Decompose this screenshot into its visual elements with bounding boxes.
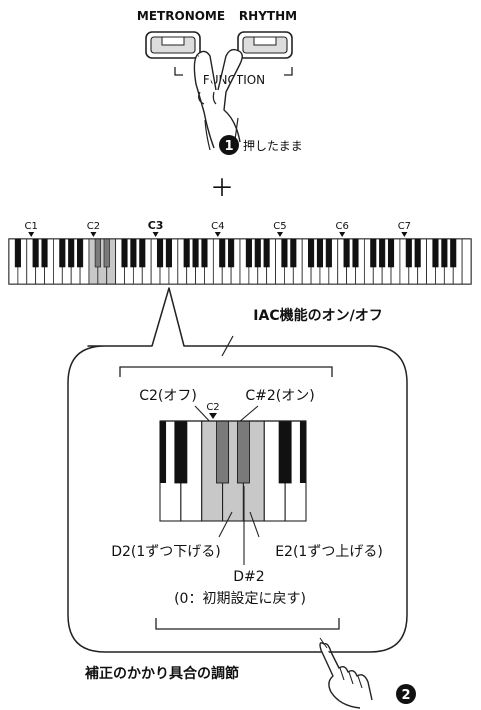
black-key-C#6 [343,238,350,268]
octave-marker-C7 [401,232,408,237]
c2-marker-label: C2 [206,402,219,413]
black-key-A#6 [387,238,395,268]
metronome-button[interactable] [145,31,201,59]
title-leader-line [221,335,234,357]
iac-title: IAC機能のオン/オフ [253,307,382,324]
adjust-label: 補正のかかり具合の調節 [84,665,239,682]
black-key-F#6 [370,238,377,268]
zoom-black-key-edge-left [160,421,167,483]
octave-label-C5: C5 [273,221,286,232]
step2-badge [396,684,416,704]
black-key-F#5 [308,238,315,268]
black-key-G#7 [441,238,448,268]
octave-label-C7: C7 [398,221,411,232]
black-key-G#1 [68,238,75,268]
zoom-black-key-edge-right [299,421,306,483]
step2-number: 2 [401,688,410,703]
function-bracket-left [174,67,183,76]
zoom-black-key-F#2 [278,420,292,484]
full-keyboard [8,238,472,285]
function-bracket-right [284,67,293,76]
black-key-D#3 [165,238,172,268]
black-key-D#6 [352,238,359,268]
plus-sign: ＋ [210,174,234,202]
octave-marker-C4 [214,232,221,237]
octave-label-C2: C2 [87,221,100,232]
black-key-D#1 [41,238,48,268]
zoom-black-key-A#1 [174,420,188,484]
black-key-F#4 [245,238,252,268]
black-key-F#2 [121,238,128,268]
zoom-keyboard [159,420,307,522]
black-key-A#5 [325,238,332,268]
hand-press-icon [193,48,243,151]
cs2-on-label: C#2(オン) [245,388,314,404]
rhythm-label: RHYTHM [239,9,297,23]
black-key-C#4 [219,238,226,268]
octave-label-C3: C3 [148,219,164,232]
step1-badge [219,135,239,155]
black-key-C#2 [94,238,101,268]
octave-marker-C5 [276,232,283,237]
octave-label-C6: C6 [335,221,348,232]
e2-leader-line [249,511,260,538]
white-key-C8 [461,238,472,285]
d2-label: D2(1ずつ下げる) [111,544,221,560]
octave-label-C4: C4 [211,221,224,232]
c2-marker-arrow [209,413,217,419]
black-key-C#1 [32,238,39,268]
ds2-sublabel: (0：初期設定に戻す) [174,590,306,607]
black-key-F#3 [183,238,190,268]
zoom-black-key-C#2 [216,420,230,484]
title-bracket [119,366,333,377]
black-key-D#7 [414,238,421,268]
black-key-A#3 [201,238,208,268]
black-key-C#7 [405,238,412,268]
octave-marker-C2 [90,232,97,237]
black-key-F#1 [59,238,66,268]
pointing-hand-icon [319,642,373,709]
step1-number: 1 [224,139,233,154]
d2-leader-line [218,511,233,538]
black-key-G#6 [379,238,386,268]
octave-labels: C1 C2 C3 C4 C5 C6 C7 [25,219,411,237]
octave-marker-C3 [152,232,159,237]
black-key-G#5 [316,238,324,268]
black-key-G#3 [192,238,199,268]
black-key-C#3 [156,238,164,268]
adjust-bracket [155,618,340,630]
black-key-G#2 [130,238,137,268]
black-key-A#1 [77,238,84,268]
black-key-A#2 [139,238,146,268]
zoom-black-key-D#2 [236,420,250,484]
black-key-G#4 [254,238,261,268]
black-key-A#0 [14,238,21,268]
metronome-label: METRONOME [137,9,225,23]
black-key-F#7 [432,238,439,268]
e2-label: E2(1ずつ上げる) [275,544,383,560]
octave-marker-C1 [28,232,35,237]
press-motion-line [319,637,328,649]
black-key-D#4 [228,238,235,268]
rhythm-button[interactable] [237,31,293,59]
black-key-A#4 [263,238,270,268]
black-key-D#5 [290,238,297,268]
c2-off-label: C2(オフ) [139,388,197,404]
black-key-D#2 [103,238,110,268]
black-key-A#7 [450,238,457,268]
octave-label-C1: C1 [25,221,38,232]
step1-text: 押したまま [243,139,303,153]
octave-marker-C6 [339,232,346,237]
ds2-label: D#2 [233,569,264,585]
black-key-C#5 [281,238,288,268]
